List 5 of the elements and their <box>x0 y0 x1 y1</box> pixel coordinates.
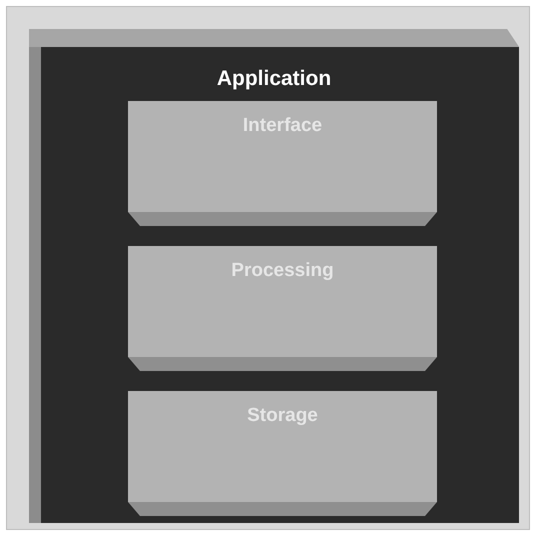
layer-box <box>128 101 437 226</box>
layer-box <box>128 246 437 371</box>
panel-title: Application <box>216 67 332 91</box>
application-panel <box>29 29 519 523</box>
layer-box <box>128 391 437 516</box>
